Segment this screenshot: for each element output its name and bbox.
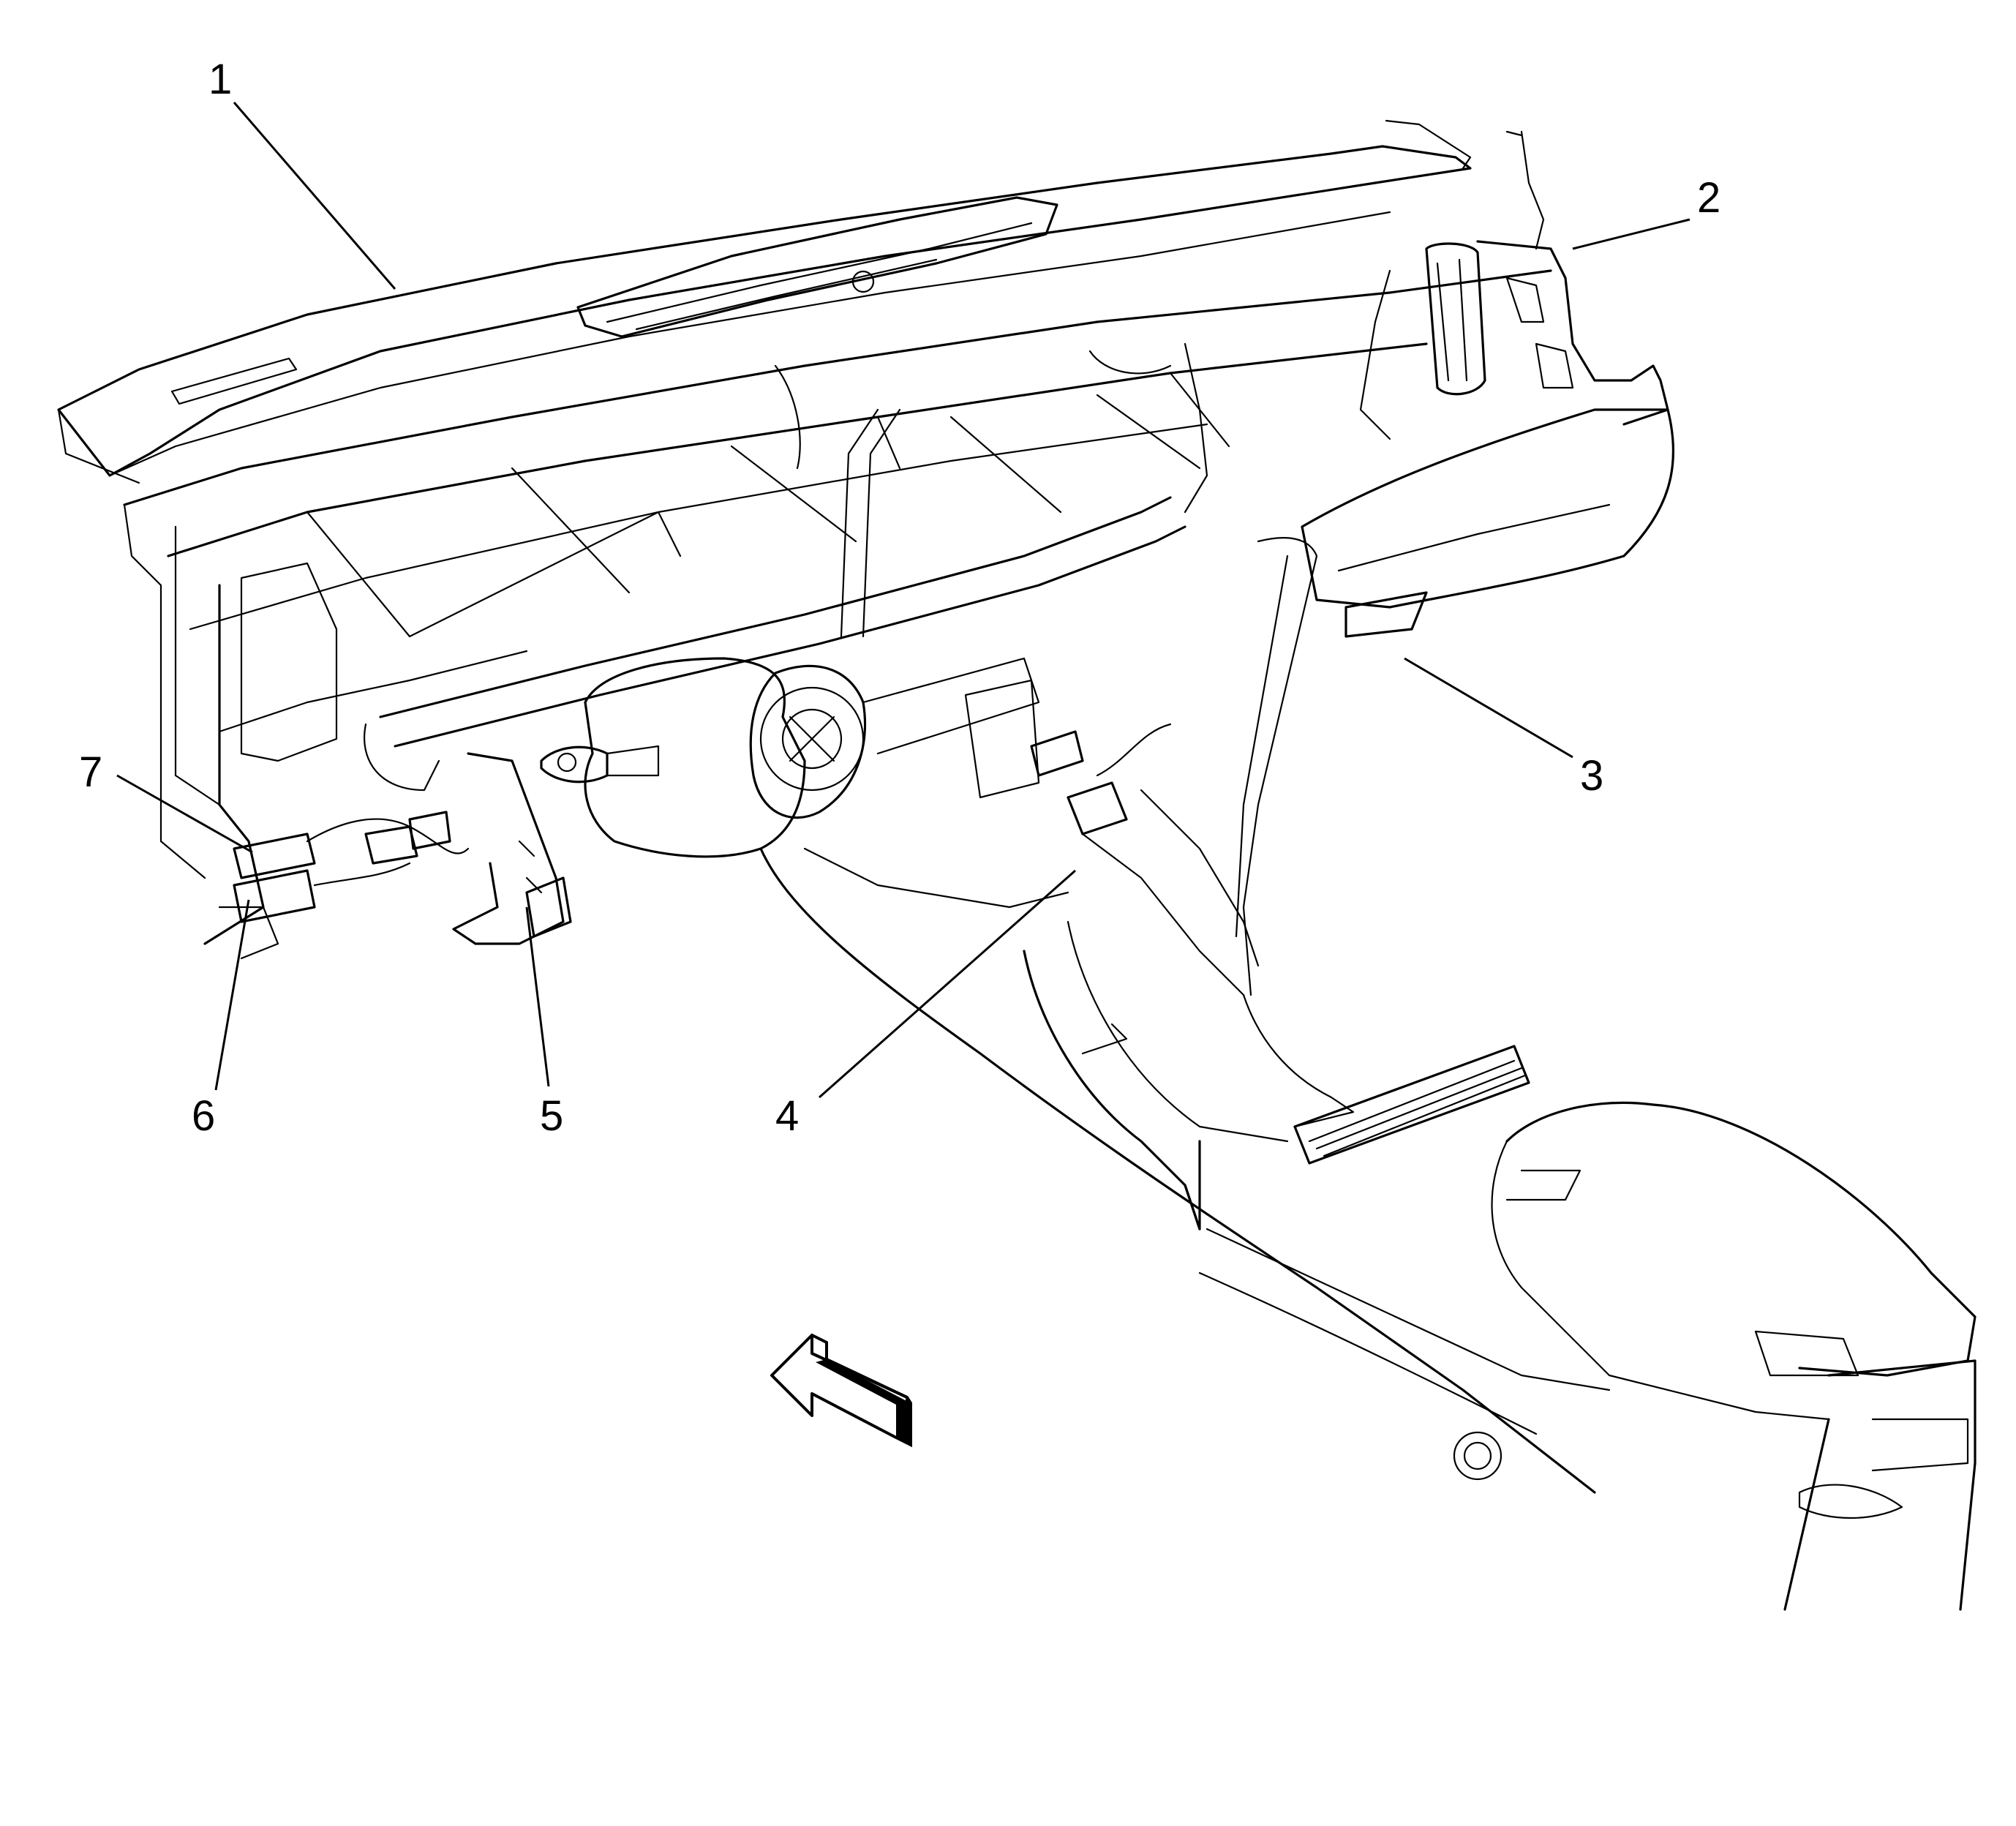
leader-1 bbox=[233, 102, 396, 290]
leader-4 bbox=[819, 869, 1076, 1099]
callout-5: 5 bbox=[540, 1092, 563, 1140]
leader-lines bbox=[116, 102, 1690, 1099]
steering-column-assembly bbox=[540, 657, 1069, 909]
leader-5 bbox=[525, 906, 550, 1087]
callout-2: 2 bbox=[1697, 174, 1720, 222]
callout-4: 4 bbox=[775, 1092, 799, 1140]
left-knee-bracket bbox=[452, 752, 572, 945]
leader-2 bbox=[1572, 218, 1690, 250]
leader-6 bbox=[214, 899, 250, 1091]
callout-3: 3 bbox=[1580, 752, 1603, 800]
view-direction-arrow-icon bbox=[770, 1334, 912, 1448]
defroster-grille bbox=[576, 196, 1058, 338]
cross-car-beam bbox=[364, 350, 1186, 792]
leader-3 bbox=[1404, 657, 1573, 759]
right-side-bracket bbox=[1359, 130, 1669, 440]
left-connector-cluster bbox=[218, 811, 470, 960]
callout-1: 1 bbox=[208, 56, 232, 103]
center-connector-cluster bbox=[964, 679, 1260, 996]
callouts: 1 2 3 4 5 6 7 bbox=[79, 56, 1720, 1140]
glove-box-panel bbox=[1235, 408, 1675, 996]
instrument-panel-carrier bbox=[123, 269, 1552, 945]
callout-7: 7 bbox=[79, 748, 102, 796]
callout-6: 6 bbox=[192, 1092, 215, 1140]
floor-console bbox=[759, 847, 1976, 1611]
instrument-panel-upper-trim bbox=[57, 119, 1472, 484]
leader-7 bbox=[116, 774, 253, 854]
